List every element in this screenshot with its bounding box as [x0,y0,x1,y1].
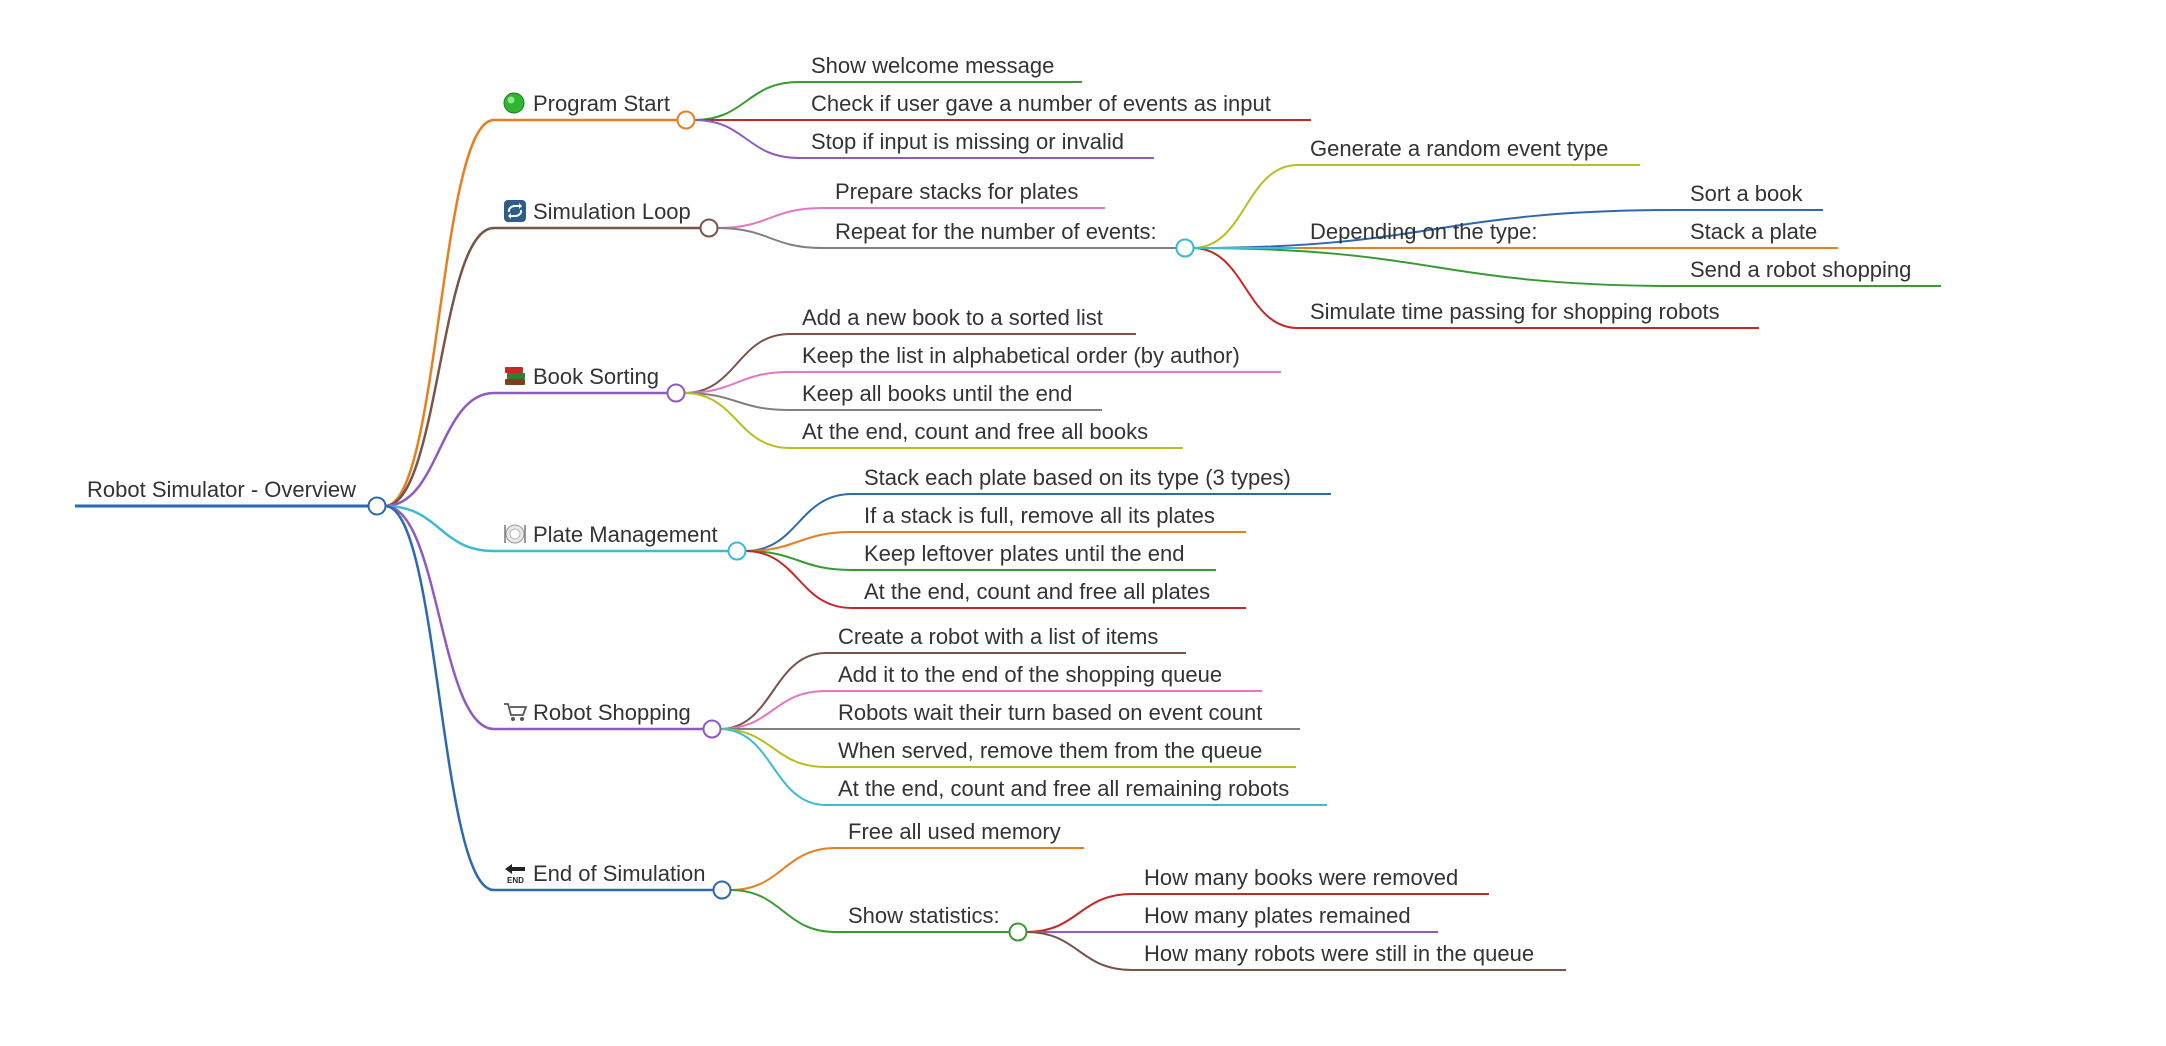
connector-show-statistics [729,889,837,933]
node-keep-all-books-until-the-end: Keep all books until the end [802,381,1072,406]
connector-book-sorting [384,391,495,508]
connector-when-served-remove-them-from-the-queue [719,728,827,768]
root-label: Robot Simulator - Overview [87,477,356,502]
connector-stop-if-input-is-missing-or-invalid [693,119,800,159]
connector-at-the-end-count-and-free-all-plates [744,550,853,609]
connector-program-start [384,118,495,508]
shopping-cart-icon [504,703,528,721]
repeat-icon [504,200,526,222]
connector-at-the-end-count-and-free-all-remaining- [719,728,827,806]
branch-end-of-simulation: End of Simulation [533,861,705,886]
node-add-a-new-book-to-a-sorted-list: Add a new book to a sorted list [802,305,1103,330]
connector-add-a-new-book-to-a-sorted-list [683,333,791,394]
node-stack-each-plate-based-on-its-type-3-typ: Stack each plate based on its type (3 ty… [864,465,1291,490]
connector-at-the-end-count-and-free-all-books [683,392,791,449]
node-circle-program-start[interactable] [676,110,696,130]
node-if-a-stack-is-full-remove-all-its-plates: If a stack is full, remove all its plate… [864,503,1215,528]
node-how-many-robots-were-still-in-the-queue: How many robots were still in the queue [1144,941,1534,966]
connector-create-a-robot-with-a-list-of-items [719,652,827,730]
node-send-a-robot-shopping: Send a robot shopping [1690,257,1911,282]
node-stack-a-plate: Stack a plate [1690,219,1817,244]
books-icon [505,367,525,385]
branch-plate-management: Plate Management [533,522,718,547]
node-how-many-books-were-removed: How many books were removed [1144,865,1458,890]
node-circle-plate-management[interactable] [727,541,747,561]
node-generate-a-random-event-type: Generate a random event type [1310,136,1608,161]
connector-prepare-stacks-for-plates [716,207,824,229]
connector-show-welcome-message [693,81,800,121]
connector-how-many-books-were-removed [1025,893,1133,933]
connector-add-it-to-the-end-of-the-shopping-queue [719,690,827,730]
branch-book-sorting: Book Sorting [533,364,659,389]
node-add-it-to-the-end-of-the-shopping-queue: Add it to the end of the shopping queue [838,662,1222,687]
connector-stack-each-plate-based-on-its-type-3-typ [744,493,853,552]
node-check-if-user-gave-a-number-of-events-as: Check if user gave a number of events as… [811,91,1271,116]
node-keep-the-list-in-alphabetical-order-by-a: Keep the list in alphabetical order (by … [802,343,1240,368]
connector-keep-all-books-until-the-end [683,392,791,411]
node-stop-if-input-is-missing-or-invalid: Stop if input is missing or invalid [811,129,1124,154]
green-circle-icon [503,92,525,114]
node-show-statistics: Show statistics: [848,903,1000,928]
connector-send-a-robot-shopping [1192,247,1679,287]
underline-layer [75,81,1941,971]
node-free-all-used-memory: Free all used memory [848,819,1061,844]
branch-program-start: Program Start [533,91,670,116]
node-show-welcome-message: Show welcome message [811,53,1054,78]
connector-simulation-loop [384,226,495,508]
connector-if-a-stack-is-full-remove-all-its-plates [744,531,853,552]
connector-simulate-time-passing-for-shopping-robot [1192,247,1299,329]
node-circle-show-statistics[interactable] [1008,922,1028,942]
node-simulate-time-passing-for-shopping-robot: Simulate time passing for shopping robot… [1310,299,1720,324]
plate-icon [504,524,526,544]
node-robots-wait-their-turn-based-on-event-co: Robots wait their turn based on event co… [838,700,1262,725]
node-at-the-end-count-and-free-all-books: At the end, count and free all books [802,419,1148,444]
node-at-the-end-count-and-free-all-remaining-: At the end, count and free all remaining… [838,776,1289,801]
connector-repeat-for-the-number-of-events [716,227,824,249]
node-circle-depending-on-the-type[interactable] [1175,238,1195,258]
connector-free-all-used-memory [729,847,837,891]
node-sort-a-book: Sort a book [1690,181,1804,206]
connector-robot-shopping [384,504,495,731]
node-circle-robot-shopping[interactable] [702,719,722,739]
svg-text:END: END [507,876,524,885]
node-circle-end-of-simulation[interactable] [712,880,732,900]
connector-keep-the-list-in-alphabetical-order-by-a [683,371,791,394]
node-circle-simulation-loop[interactable] [699,218,719,238]
branch-simulation-loop: Simulation Loop [533,199,691,224]
connector-end-of-simulation [384,504,495,892]
end-arrow-icon: END [505,864,525,885]
connector-plate-management [384,504,495,553]
node-prepare-stacks-for-plates: Prepare stacks for plates [835,179,1078,204]
connector-sort-a-book [1192,209,1679,249]
connector-keep-leftover-plates-until-the-end [744,550,853,571]
node-when-served-remove-them-from-the-queue: When served, remove them from the queue [838,738,1262,763]
connector-generate-a-random-event-type [1192,164,1299,249]
node-keep-leftover-plates-until-the-end: Keep leftover plates until the end [864,541,1184,566]
node-depending-on-the-type: Depending on the type: [1310,219,1538,244]
connector-how-many-robots-were-still-in-the-queue [1025,931,1133,971]
node-circle-book-sorting[interactable] [666,383,686,403]
node-how-many-plates-remained: How many plates remained [1144,903,1411,928]
root-node-circle[interactable] [367,496,387,516]
branch-robot-shopping: Robot Shopping [533,700,691,725]
node-at-the-end-count-and-free-all-plates: At the end, count and free all plates [864,579,1210,604]
node-create-a-robot-with-a-list-of-items: Create a robot with a list of items [838,624,1158,649]
node-repeat-for-the-number-of-events: Repeat for the number of events: [835,219,1157,244]
